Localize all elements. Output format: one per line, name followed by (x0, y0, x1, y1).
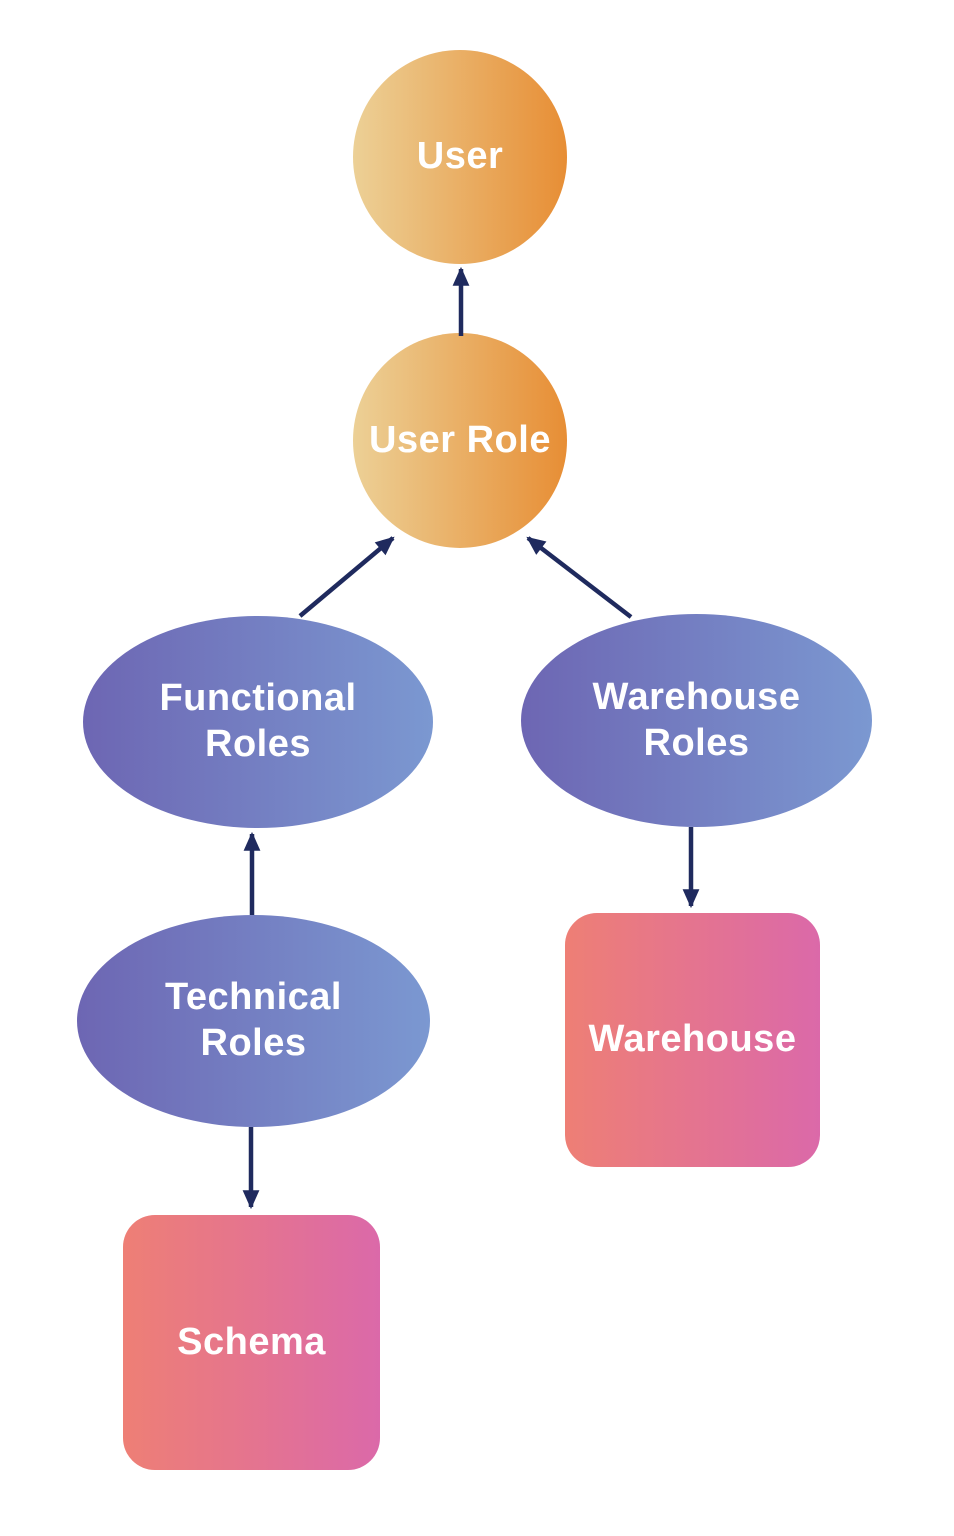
node-functional-roles-label: Functional Roles (159, 677, 357, 765)
edge-warehouse-roles-to-user-role (526, 536, 633, 619)
node-warehouse-label: Warehouse (588, 1018, 797, 1061)
node-user: User (353, 50, 567, 264)
node-schema-label: Schema (177, 1320, 326, 1363)
node-user-role: User Role (353, 333, 567, 548)
node-warehouse-roles-label: Warehouse Roles (592, 675, 801, 764)
node-user-label: User (416, 135, 504, 178)
node-user-role-label: User Role (369, 418, 551, 461)
node-schema: Schema (123, 1215, 380, 1470)
node-technical-roles: Technical Roles (77, 915, 430, 1127)
node-functional-roles: Functional Roles (83, 616, 433, 828)
node-technical-roles-label: Technical Roles (165, 976, 342, 1064)
edge-functional-roles-to-user-role (298, 536, 395, 618)
node-warehouse-roles: Warehouse Roles (521, 614, 872, 827)
node-warehouse: Warehouse (565, 913, 820, 1167)
